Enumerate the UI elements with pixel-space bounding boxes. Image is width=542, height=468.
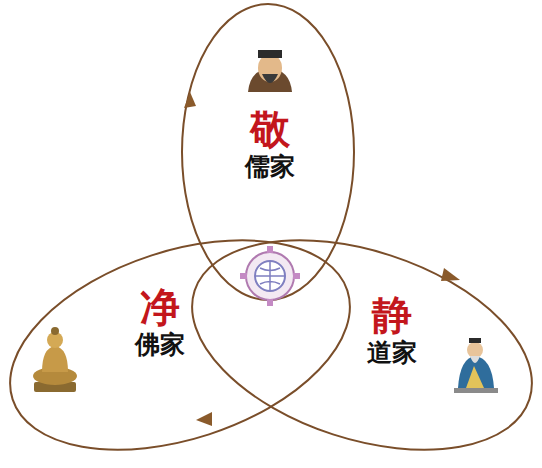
fo-node: 净佛家 (129, 282, 191, 362)
gear-globe-icon (240, 246, 300, 306)
arrowhead (441, 268, 460, 281)
school-name: 道家 (367, 338, 417, 368)
arrowhead (196, 412, 212, 426)
buddha-figure (33, 327, 77, 392)
right-loop (166, 201, 542, 468)
taoist-figure (454, 338, 498, 393)
key-character: 静 (372, 292, 412, 338)
school-name: 佛家 (135, 330, 185, 360)
top-loop (182, 4, 354, 300)
key-character: 净 (140, 284, 180, 330)
school-name: 儒家 (245, 152, 295, 182)
dao-node: 静道家 (361, 290, 423, 370)
confucius-figure (248, 50, 292, 92)
ru-node: 敬儒家 (239, 104, 301, 184)
arrowhead (184, 92, 196, 108)
key-character: 敬 (250, 106, 290, 152)
